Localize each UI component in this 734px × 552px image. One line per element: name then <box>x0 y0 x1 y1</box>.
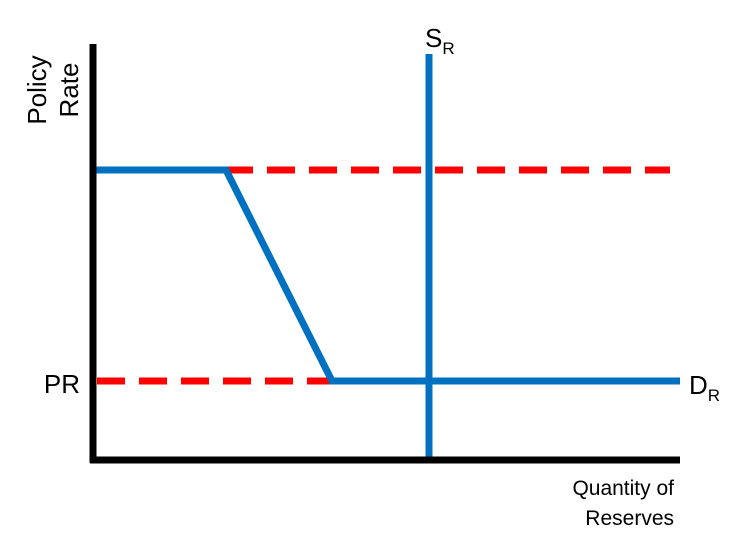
pr-label: PR <box>44 369 80 399</box>
supply-label: SR <box>425 23 455 58</box>
y-axis-label-line1: Policy <box>22 55 52 124</box>
y-axis-label-line2: Rate <box>54 63 84 118</box>
demand-label-main: D <box>689 370 708 400</box>
x-axis-label-line1: Quantity of <box>572 477 674 500</box>
supply-label-main: S <box>425 23 442 53</box>
demand-curve <box>94 166 680 385</box>
demand-label-sub: R <box>708 386 720 405</box>
demand-label: DR <box>689 370 720 405</box>
x-axis-label-line2: Reserves <box>585 507 674 530</box>
y-axis-label: Policy Rate <box>22 55 84 124</box>
supply-label-sub: R <box>442 39 454 58</box>
